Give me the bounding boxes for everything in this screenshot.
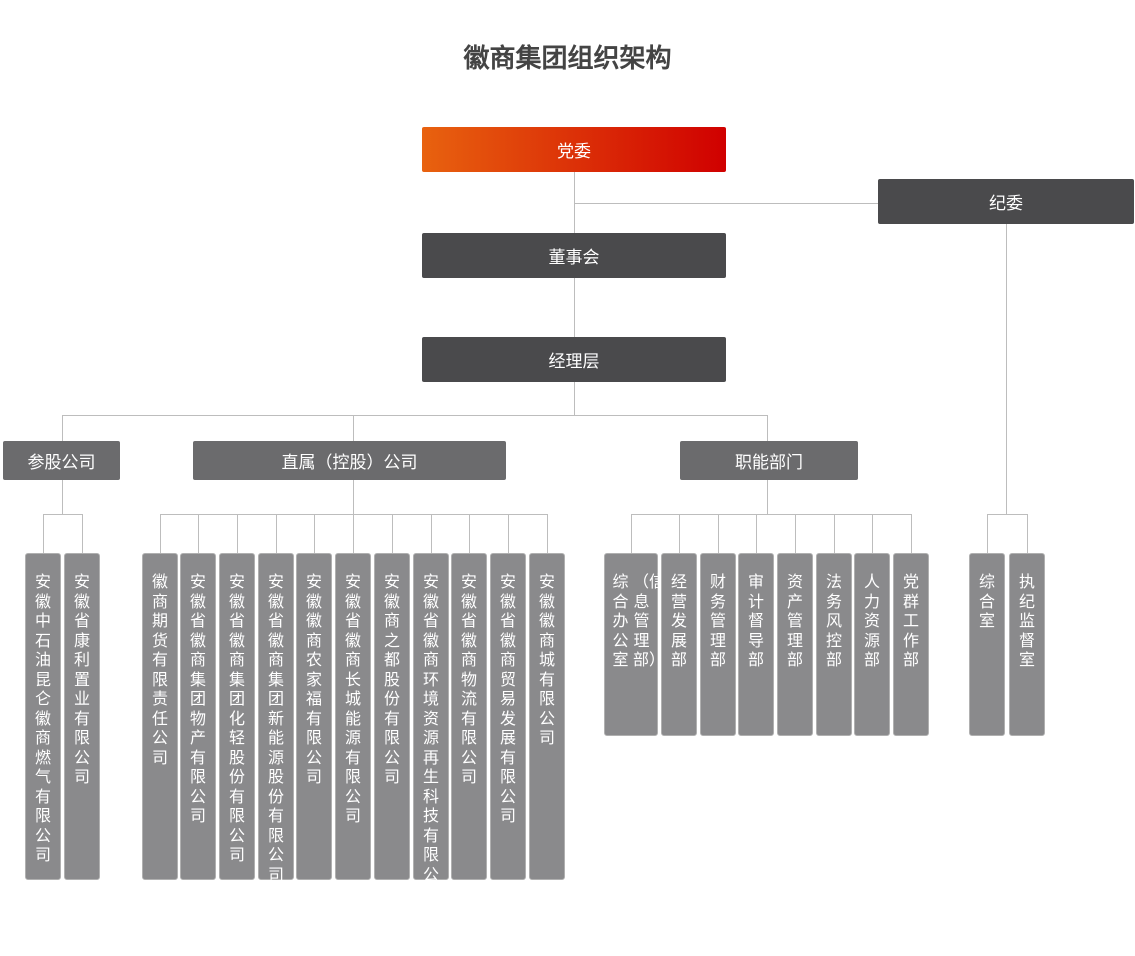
connector [431, 514, 432, 553]
connector [574, 172, 575, 415]
connector [631, 514, 911, 515]
department-box: 审计督导部 [738, 553, 774, 736]
connector [1006, 224, 1007, 514]
affiliated-company-box-label: 安徽中石油昆仑徽商燃气有限公司 [34, 572, 51, 864]
discipline-committee-box: 纪委 [878, 179, 1134, 224]
connector [353, 415, 354, 441]
department-box: 财务管理部 [700, 553, 736, 736]
connector [547, 514, 548, 553]
departments-group-box: 职能部门 [680, 441, 858, 480]
connector [62, 415, 63, 441]
subsidiary-company-box-label: 安徽省徽商长城能源有限公司 [344, 572, 361, 825]
connector [160, 514, 161, 553]
connector [198, 514, 199, 553]
connector [62, 415, 768, 416]
subsidiary-company-box-label: 安徽省徽商集团化轻股份有限公司 [228, 572, 245, 864]
subsidiary-company-box-label: 安徽商之都股份有限公司 [383, 572, 400, 786]
subsidiary-company-box-label: 安徽省徽商物流有限公司 [460, 572, 477, 786]
connector [911, 514, 912, 553]
connector [237, 514, 238, 553]
discipline-office-box: 执纪监督室 [1009, 553, 1045, 736]
department-box-label: 资产管理部 [786, 572, 803, 669]
connector [1027, 514, 1028, 553]
subsidiary-company-box: 安徽省徽商集团化轻股份有限公司 [219, 553, 255, 880]
subsidiary-company-box: 安徽省徽商长城能源有限公司 [335, 553, 371, 880]
connector [276, 514, 277, 553]
connector [767, 415, 768, 441]
discipline-office-box-label: 执纪监督室 [1018, 572, 1035, 669]
connector [314, 514, 315, 553]
subsidiaries-group-box: 直属（控股）公司 [193, 441, 506, 480]
connector [574, 203, 878, 204]
connector [834, 514, 835, 553]
connector [872, 514, 873, 553]
connector [353, 514, 354, 553]
subsidiary-company-box: 安徽商之都股份有限公司 [374, 553, 410, 880]
subsidiary-company-box-label: 安徽省徽商集团新能源股份有限公司 [267, 572, 284, 884]
discipline-office-box-label: 综合室 [978, 572, 995, 630]
connector [679, 514, 680, 553]
connector [392, 514, 393, 553]
department-box-label: 综合办公室 [612, 572, 629, 669]
subsidiary-company-box-label: 安徽徽商农家福有限公司 [305, 572, 322, 786]
management-box: 经理层 [422, 337, 726, 382]
connector [631, 514, 632, 553]
affiliated-group-box: 参股公司 [3, 441, 120, 480]
connector [795, 514, 796, 553]
connector [469, 514, 470, 553]
page-title: 徽商集团组织架构 [463, 44, 672, 74]
connector [987, 514, 1027, 515]
affiliated-company-box: 安徽省康利置业有限公司 [64, 553, 100, 880]
department-box-label: 审计督导部 [747, 572, 764, 669]
department-box: 法务风控部 [816, 553, 852, 736]
subsidiary-company-box-label: 安徽省徽商环境资源再生科技有限公司 [422, 572, 439, 903]
subsidiary-company-box: 徽商期货有限责任公司 [142, 553, 178, 880]
department-box-sublabel: （信息管理部） [633, 572, 666, 669]
subsidiary-company-box: 安徽省徽商物流有限公司 [451, 553, 487, 880]
party-committee-box: 党委 [422, 127, 726, 172]
department-box-label: 财务管理部 [709, 572, 726, 669]
subsidiary-company-box: 安徽省徽商环境资源再生科技有限公司 [413, 553, 449, 903]
connector [718, 514, 719, 553]
subsidiary-company-box: 安徽省徽商集团物产有限公司 [180, 553, 216, 880]
affiliated-company-box-label: 安徽省康利置业有限公司 [73, 572, 90, 786]
subsidiary-company-box-label: 安徽徽商城有限公司 [538, 572, 555, 747]
department-box-label: 党群工作部 [902, 572, 919, 669]
connector [508, 514, 509, 553]
subsidiary-company-box-label: 徽商期货有限责任公司 [151, 572, 168, 767]
connector [82, 514, 83, 553]
connector [987, 514, 988, 553]
connector [43, 514, 82, 515]
connector [43, 514, 44, 553]
subsidiary-company-box: 安徽徽商农家福有限公司 [296, 553, 332, 880]
subsidiary-company-box: 安徽省徽商集团新能源股份有限公司 [258, 553, 294, 884]
subsidiary-company-box-label: 安徽省徽商贸易发展有限公司 [499, 572, 516, 825]
department-box: 党群工作部 [893, 553, 929, 736]
subsidiary-company-box-label: 安徽省徽商集团物产有限公司 [189, 572, 206, 825]
department-box-label: 人力资源部 [863, 572, 880, 669]
connector [767, 480, 768, 514]
department-box: 经营发展部 [661, 553, 697, 736]
connector [756, 514, 757, 553]
affiliated-company-box: 安徽中石油昆仑徽商燃气有限公司 [25, 553, 61, 880]
department-box: 人力资源部 [854, 553, 890, 736]
subsidiary-company-box: 安徽徽商城有限公司 [529, 553, 565, 880]
department-box-label: 法务风控部 [825, 572, 842, 669]
discipline-office-box: 综合室 [969, 553, 1005, 736]
department-box: 综合办公室（信息管理部） [604, 553, 666, 736]
department-box: 资产管理部 [777, 553, 813, 736]
board-box: 董事会 [422, 233, 726, 278]
connector [62, 480, 63, 514]
subsidiary-company-box: 安徽省徽商贸易发展有限公司 [490, 553, 526, 880]
department-box-label: 经营发展部 [670, 572, 687, 669]
connector [353, 480, 354, 514]
